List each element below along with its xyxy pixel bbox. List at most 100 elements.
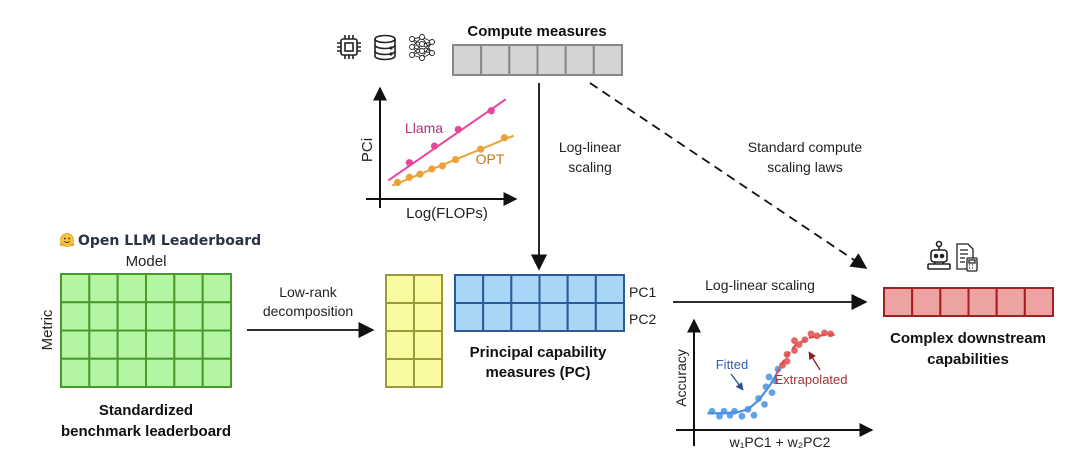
vertical-arrow-label-1: Log-linear bbox=[559, 139, 622, 155]
pc-cell bbox=[510, 274, 541, 304]
loading-cell bbox=[385, 274, 415, 304]
chip-icon bbox=[337, 35, 361, 59]
pc-cell bbox=[538, 274, 569, 304]
loading-cell bbox=[413, 274, 443, 304]
inset2-ylabel: Accuracy bbox=[673, 349, 689, 407]
leaderboard-grid bbox=[60, 273, 233, 388]
leaderboard-cell bbox=[116, 301, 147, 332]
horizontal-arrow-label: Log-linear scaling bbox=[705, 277, 815, 293]
leaderboard-cell bbox=[60, 301, 91, 332]
leaderboard-cell bbox=[60, 357, 91, 388]
leaderboard-cell bbox=[145, 273, 176, 304]
compute-icons bbox=[337, 34, 435, 61]
llama-point bbox=[454, 125, 462, 134]
hugging-face-icon bbox=[59, 233, 75, 247]
compute-title: Compute measures bbox=[467, 23, 606, 40]
llama-legend-label: Llama bbox=[405, 120, 443, 136]
loading-matrix-grid bbox=[385, 274, 443, 388]
leaderboard-cell bbox=[145, 301, 176, 332]
loading-cell bbox=[413, 358, 443, 388]
opt-point bbox=[477, 145, 485, 153]
pc-cell bbox=[454, 302, 485, 332]
downstream-cell bbox=[883, 287, 914, 317]
pc-cell bbox=[454, 274, 485, 304]
opt-legend-label: OPT bbox=[476, 151, 505, 167]
compute-cell bbox=[508, 44, 539, 76]
fitted-point bbox=[716, 412, 723, 420]
leaderboard-cell bbox=[60, 273, 91, 304]
accuracy-vs-pc-chart: w₁PC1 + w₂PC2 Accuracy Fitted Extrapolat… bbox=[673, 318, 874, 450]
llama-point bbox=[405, 159, 413, 167]
pc-caption-2: measures (PC) bbox=[485, 364, 590, 381]
opt-point bbox=[393, 178, 402, 187]
llama-point bbox=[430, 142, 439, 150]
pc2-row-label: PC2 bbox=[629, 311, 656, 327]
pc-cell bbox=[594, 274, 625, 304]
inset1-xlabel: Log(FLOPs) bbox=[406, 205, 488, 222]
leaderboard-cell bbox=[60, 329, 91, 360]
extrapolated-annotation: Extrapolated bbox=[775, 372, 848, 387]
low-rank-label-2: decomposition bbox=[263, 303, 353, 319]
compute-cell bbox=[592, 44, 623, 76]
opt-point bbox=[416, 170, 424, 178]
inset1-ylabel: PCi bbox=[359, 138, 376, 162]
llama-point bbox=[487, 107, 495, 115]
leaderboard-cell bbox=[173, 301, 204, 332]
leaderboard-brand: Open LLM Leaderboard bbox=[78, 233, 261, 249]
dashed-arrow-label-2: scaling laws bbox=[767, 159, 842, 175]
pc-cell bbox=[566, 302, 597, 332]
downstream-cell bbox=[939, 287, 970, 317]
leaderboard-cell bbox=[88, 329, 119, 360]
downstream-caption-1: Complex downstream bbox=[890, 330, 1046, 347]
pc-cell bbox=[482, 274, 513, 304]
pc-cell bbox=[482, 302, 513, 332]
leaderboard-cell bbox=[116, 357, 147, 388]
leaderboard-cell bbox=[201, 329, 233, 360]
loading-cell bbox=[413, 302, 443, 332]
opt-point bbox=[438, 162, 446, 170]
leaderboard-cell bbox=[201, 301, 233, 332]
downstream-cell bbox=[911, 287, 942, 317]
pc-cell bbox=[538, 302, 569, 332]
pc-cell bbox=[594, 302, 625, 332]
pc1-row-label: PC1 bbox=[629, 284, 656, 300]
opt-point bbox=[428, 165, 436, 173]
fitted-annotation: Fitted bbox=[716, 357, 749, 372]
pc-cell bbox=[566, 274, 597, 304]
fitted-annotation-arrow bbox=[730, 373, 744, 391]
extrapolated-point bbox=[813, 332, 821, 340]
pc-cell bbox=[510, 302, 541, 332]
downstream-cell bbox=[1023, 287, 1055, 317]
leaderboard-cell bbox=[145, 329, 176, 360]
leaderboard-cell bbox=[88, 301, 119, 332]
database-icon bbox=[374, 34, 396, 61]
downstream-bar bbox=[883, 287, 1055, 317]
opt-point bbox=[405, 173, 413, 181]
extrapolated-point bbox=[807, 330, 815, 338]
loading-cell bbox=[385, 330, 415, 360]
compute-cell bbox=[480, 44, 511, 76]
opt-point bbox=[500, 134, 509, 142]
vertical-arrow-label-2: scaling bbox=[568, 159, 612, 175]
pci-vs-flops-chart: Log(FLOPs) PCi Llama OPT bbox=[359, 86, 518, 222]
leaderboard-cell bbox=[173, 357, 204, 388]
leaderboard-cell bbox=[116, 273, 147, 304]
low-rank-label-1: Low-rank bbox=[279, 284, 338, 300]
leaderboard-cell bbox=[201, 357, 233, 388]
downstream-cell bbox=[967, 287, 998, 317]
compute-cell bbox=[536, 44, 567, 76]
inset2-xlabel: w₁PC1 + w₂PC2 bbox=[729, 434, 831, 450]
checklist-calculator-icon bbox=[956, 243, 978, 272]
pc-matrix-grid bbox=[454, 274, 625, 332]
neural-network-icon bbox=[409, 34, 435, 61]
loading-cell bbox=[413, 330, 443, 360]
leaderboard-cell bbox=[173, 273, 204, 304]
leaderboard-cell bbox=[88, 357, 119, 388]
loading-cell bbox=[385, 358, 415, 388]
leaderboard-caption-1: Standardized bbox=[99, 402, 193, 419]
opt-point bbox=[452, 156, 460, 164]
leaderboard-cell bbox=[145, 357, 176, 388]
downstream-cell bbox=[995, 287, 1026, 317]
model-axis-label: Model bbox=[126, 253, 167, 270]
